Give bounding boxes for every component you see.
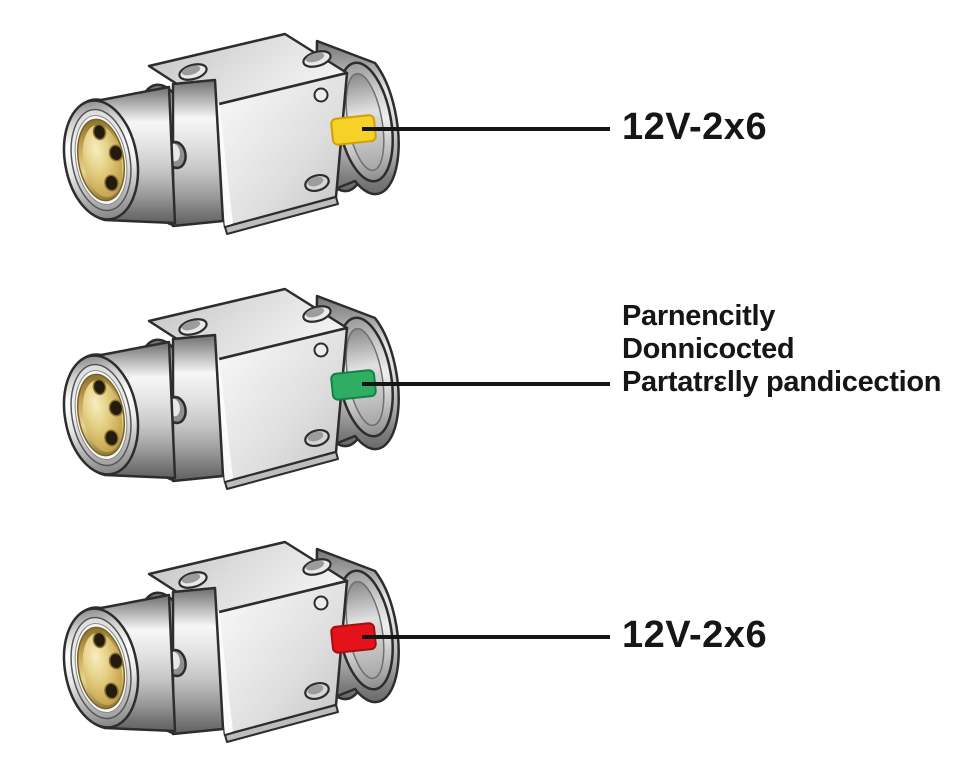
leader-line-middle: [362, 382, 610, 386]
connector-row-bottom: 12V-2x6: [0, 533, 960, 768]
label-text-line2: Donnicocted: [622, 333, 795, 365]
connector-label-bottom: 12V-2x6: [622, 615, 767, 655]
label-text: 12V-2x6: [622, 614, 768, 656]
connector-row-middle: Parnencitly Donnicocted Partatrεlly pand…: [0, 280, 960, 535]
label-text-line1: Parnencitly: [622, 300, 776, 332]
connector-row-top: 12V-2x6: [0, 25, 960, 280]
leader-line-bottom: [362, 635, 610, 639]
connector-label-middle: Parnencitly Donnicocted Partatrεlly pand…: [622, 300, 942, 399]
label-text-line3: Partatrεlly pandicection: [622, 366, 942, 398]
leader-line-top: [362, 127, 610, 131]
connector-illustration-green: [55, 287, 403, 491]
label-text: 12V-2x6: [622, 106, 768, 148]
connector-label-top: 12V-2x6: [622, 107, 767, 147]
connector-illustration-yellow: [55, 32, 403, 236]
connector-illustration-red: [55, 540, 403, 744]
